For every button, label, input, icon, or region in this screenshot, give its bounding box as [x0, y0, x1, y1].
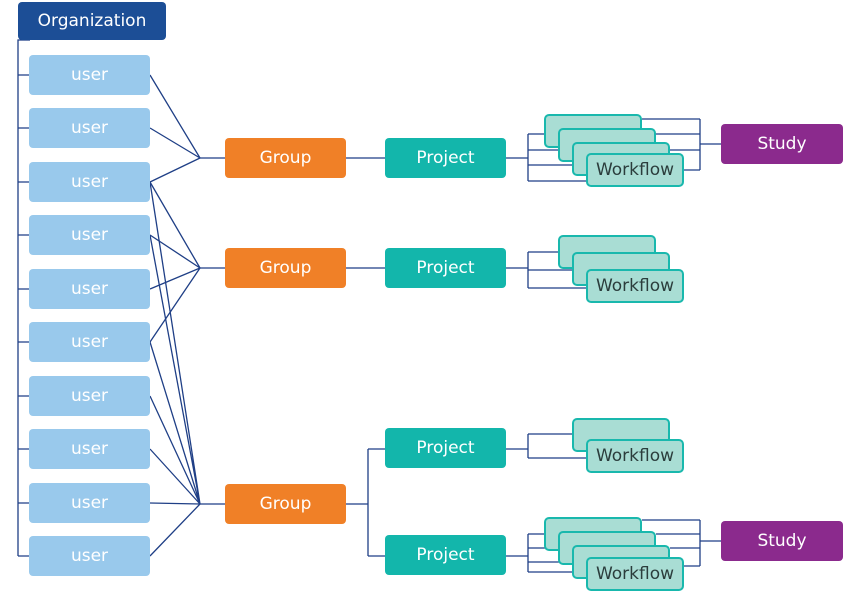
user-node: user [29, 376, 150, 416]
group-stubs [200, 157, 226, 505]
group-label: Group [259, 148, 312, 168]
org-trunk [17, 39, 30, 556]
workflow-label: Workflow [595, 160, 675, 180]
user-label: user [70, 118, 109, 138]
user-label: user [70, 546, 109, 566]
user-label: user [70, 65, 109, 85]
user-label: user [70, 225, 109, 245]
user-node: user [29, 536, 150, 576]
user-node: user [29, 269, 150, 309]
user-node: user [29, 483, 150, 523]
project-node: Project [385, 535, 506, 575]
workflow-card: Workflow [586, 439, 684, 473]
user-group1-links [149, 74, 201, 183]
project-label: Project [416, 545, 475, 565]
workflows-study1-links [642, 118, 722, 171]
group-node: Group [225, 248, 346, 288]
project2-workflow-links [506, 251, 586, 289]
user-label: user [70, 493, 109, 513]
user-group3-links [149, 181, 201, 557]
group-node: Group [225, 484, 346, 524]
workflow-card: Workflow [586, 269, 684, 303]
user-label: user [70, 386, 109, 406]
project-label: Project [416, 258, 475, 278]
user-node: user [29, 429, 150, 469]
group3-project-split [346, 448, 386, 557]
organization-node: Organization [18, 2, 166, 40]
study-label: Study [757, 531, 807, 551]
workflow-card: Workflow [586, 153, 684, 187]
group-node: Group [225, 138, 346, 178]
user-label: user [70, 439, 109, 459]
project4-workflow-links [506, 533, 586, 573]
org-user-ticks [18, 74, 30, 557]
user-label: user [70, 279, 109, 299]
organization-label: Organization [37, 11, 147, 31]
project-node: Project [385, 428, 506, 468]
user-label: user [70, 332, 109, 352]
user-node: user [29, 108, 150, 148]
user-label: user [70, 172, 109, 192]
user-node: user [29, 322, 150, 362]
study-node: Study [721, 124, 843, 164]
workflow-label: Workflow [595, 446, 675, 466]
project-node: Project [385, 138, 506, 178]
workflow-label: Workflow [595, 564, 675, 584]
project-node: Project [385, 248, 506, 288]
study-node: Study [721, 521, 843, 561]
project3-workflow-links [506, 433, 586, 459]
project1-workflow-links [506, 133, 586, 182]
user-node: user [29, 162, 150, 202]
workflows-study2-links [642, 519, 722, 567]
study-label: Study [757, 134, 807, 154]
group-label: Group [259, 258, 312, 278]
group-label: Group [259, 494, 312, 514]
user-group2-links [149, 181, 201, 343]
workflow-card: Workflow [586, 557, 684, 591]
project-label: Project [416, 438, 475, 458]
user-node: user [29, 55, 150, 95]
workflow-label: Workflow [595, 276, 675, 296]
user-node: user [29, 215, 150, 255]
project-label: Project [416, 148, 475, 168]
